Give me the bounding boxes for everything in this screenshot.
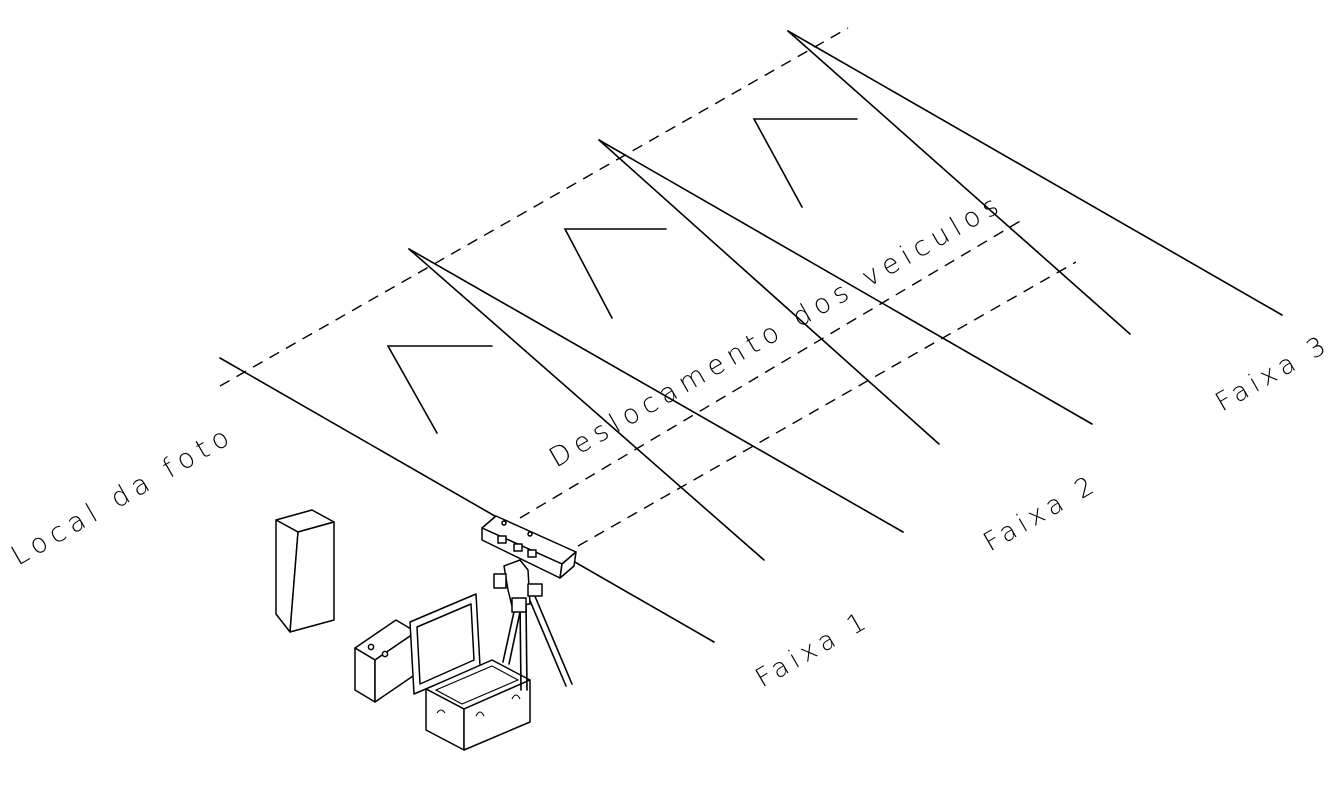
direction-arrows <box>386 118 858 434</box>
arrow-icon <box>386 345 493 434</box>
photo-line <box>219 27 849 387</box>
arrow-icon <box>563 228 667 319</box>
tripod-icon <box>493 559 573 691</box>
dashed-lines <box>219 27 1077 547</box>
lane-line-3 <box>408 248 904 533</box>
arrow-icon <box>752 118 858 208</box>
cabinet-icon <box>275 509 335 633</box>
lane-2-label: Faixa 2 <box>979 469 1104 558</box>
battery-icon <box>354 619 417 703</box>
lane-1-label: Faixa 1 <box>751 605 876 694</box>
lane-line-5 <box>598 139 1093 425</box>
equipment-case-icon <box>409 593 531 751</box>
labels: Local da foto Deslocamento dos veiculos … <box>6 188 1335 694</box>
lane-line-1 <box>219 357 715 643</box>
lane-line-4 <box>598 139 940 445</box>
lane-line-7 <box>787 30 1283 316</box>
lane-line-2 <box>408 248 765 561</box>
vehicle-travel-label: Deslocamento dos veiculos <box>544 188 1009 474</box>
sensor-beam-2 <box>577 261 1077 547</box>
lane-line-6 <box>787 30 1131 335</box>
sensor-beam-1 <box>519 219 1023 519</box>
photo-location-label: Local da foto <box>6 419 240 572</box>
speed-sensor-icon <box>481 515 577 579</box>
lane-3-label: Faixa 3 <box>1211 329 1336 418</box>
lane-lines <box>219 30 1283 643</box>
